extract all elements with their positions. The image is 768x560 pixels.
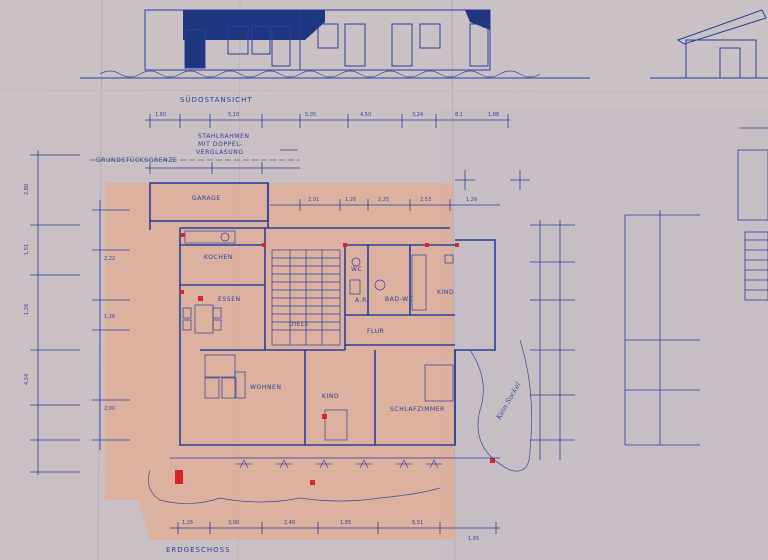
dim-left-3: 1,26 bbox=[24, 304, 30, 315]
room-wc: WC bbox=[351, 266, 362, 273]
room-kind-1: KIND bbox=[437, 289, 454, 296]
tracing-overlay bbox=[105, 183, 455, 540]
ground-floor-label: ERDGESCHOSS bbox=[166, 546, 231, 554]
room-ar: A.R. bbox=[355, 297, 369, 304]
dim-left-7: 2,00 bbox=[104, 406, 115, 412]
dimension-chains-left bbox=[30, 150, 130, 475]
dim-top-4: 4,50 bbox=[360, 112, 371, 118]
dim-bottom-1: 1,26 bbox=[182, 520, 193, 526]
room-kochen: KOCHEN bbox=[204, 254, 233, 261]
dim-top-5: 3,24 bbox=[412, 112, 423, 118]
dim-inner-4: 2,53 bbox=[420, 197, 431, 203]
dim-top-1: 1,60 bbox=[155, 112, 166, 118]
fold-line bbox=[451, 0, 456, 560]
dim-left-4: 4,24 bbox=[24, 374, 30, 385]
boundary-label: GRUNDSTÜCKSGRENZE bbox=[96, 157, 177, 164]
dim-top-7: 1,88 bbox=[488, 112, 499, 118]
dim-top-2: 5,10 bbox=[228, 112, 239, 118]
room-garage: GARAGE bbox=[192, 195, 221, 202]
dim-bottom-6: 1,65 bbox=[468, 536, 479, 542]
dim-top-6: 8,1 bbox=[455, 112, 463, 118]
dim-top-3: 5,05 bbox=[305, 112, 316, 118]
dim-bottom-5: 6,51 bbox=[412, 520, 423, 526]
room-wohnen: WOHNEN bbox=[250, 384, 282, 391]
room-flur: FLUR bbox=[367, 328, 384, 335]
dim-bottom-4: 1,85 bbox=[340, 520, 351, 526]
room-diele: DIELE bbox=[289, 321, 309, 328]
room-kind-2: KIND bbox=[322, 393, 339, 400]
room-essen: ESSEN bbox=[218, 296, 241, 303]
stair bbox=[271, 249, 341, 346]
red-markers bbox=[175, 233, 495, 485]
dim-left-6: 1,26 bbox=[104, 314, 115, 320]
dim-bottom-3: 2,40 bbox=[284, 520, 295, 526]
floor-plan-walls bbox=[149, 182, 496, 446]
dim-inner-5: 1,26 bbox=[466, 197, 477, 203]
note-double: MIT DOPPEL- bbox=[198, 141, 243, 148]
fold-line bbox=[0, 89, 768, 93]
paper-top bbox=[0, 0, 768, 110]
room-bad-wc: BAD-WC bbox=[385, 296, 414, 303]
room-schlafzimmer: SCHLAFZIMMER bbox=[390, 406, 445, 413]
dim-bottom-2: 3,00 bbox=[228, 520, 239, 526]
dim-left-1: 2,80 bbox=[24, 184, 30, 195]
dim-left-2: 1,51 bbox=[24, 244, 30, 255]
dimension-chains-bottom bbox=[170, 457, 500, 534]
note-glazing: VERGLASUNG bbox=[196, 149, 244, 156]
dimension-chains-top bbox=[145, 114, 768, 211]
landscape bbox=[148, 339, 532, 504]
dim-left-5: 2,22 bbox=[104, 256, 115, 262]
dimension-chains-right bbox=[530, 149, 768, 460]
furniture bbox=[182, 230, 454, 441]
elevation-label: SÜDOSTANSICHT bbox=[180, 95, 253, 104]
construction-marks bbox=[280, 149, 530, 190]
dim-inner-2: 1,26 bbox=[345, 197, 356, 203]
dim-inner-1: 2,01 bbox=[308, 197, 319, 203]
elevation-view bbox=[80, 9, 768, 79]
note-steel-frame: STAHLRAHMEN bbox=[198, 133, 250, 140]
dim-inner-3: 2,25 bbox=[378, 197, 389, 203]
